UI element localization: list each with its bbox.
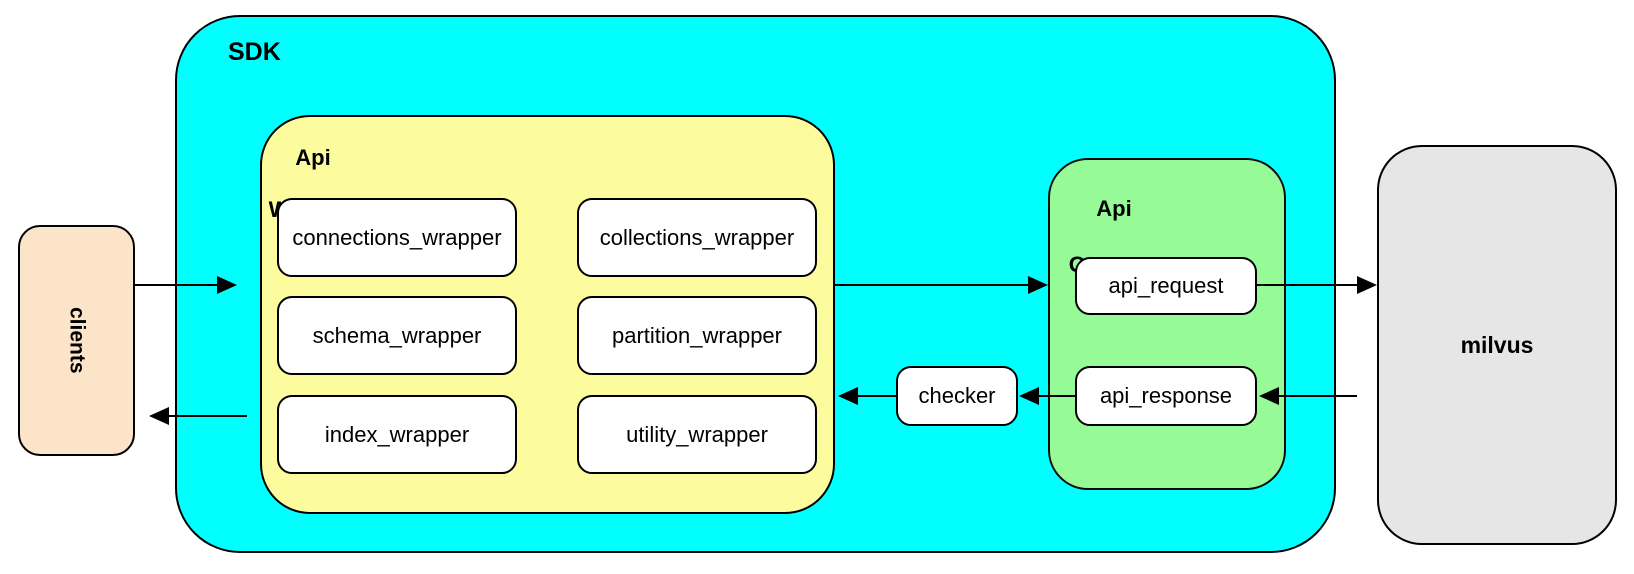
clients-node: clients (18, 225, 135, 456)
arrow-right-head (1357, 276, 1377, 294)
arrow-left-head (838, 387, 858, 405)
checker-box: checker (896, 366, 1018, 426)
wrapper-box-index: index_wrapper (277, 395, 517, 474)
milvus-node: milvus (1377, 145, 1617, 545)
wrapper-box-partition: partition_wrapper (577, 296, 817, 375)
wrapper-box-utility: utility_wrapper (577, 395, 817, 474)
arrow-right-head (217, 276, 237, 294)
api-request-box: api_request (1075, 257, 1257, 315)
api-gateway-label-line1: Api (1096, 196, 1132, 221)
wrapper-box-collections: collections_wrapper (577, 198, 817, 277)
milvus-label: milvus (1460, 331, 1534, 358)
clients-label: clients (65, 307, 89, 374)
sdk-label: SDK (228, 38, 281, 66)
arrow-left-head (149, 407, 169, 425)
arrow-left-head (1259, 387, 1279, 405)
wrapper-box-connections: connections_wrapper (277, 198, 517, 277)
arrow-right-head (1028, 276, 1048, 294)
wrapper-box-schema: schema_wrapper (277, 296, 517, 375)
api-gateway-container (1048, 158, 1286, 490)
api-wrapper-label-line1: Api (295, 145, 331, 170)
api-response-box: api_response (1075, 366, 1257, 426)
arrow-left-head (1019, 387, 1039, 405)
